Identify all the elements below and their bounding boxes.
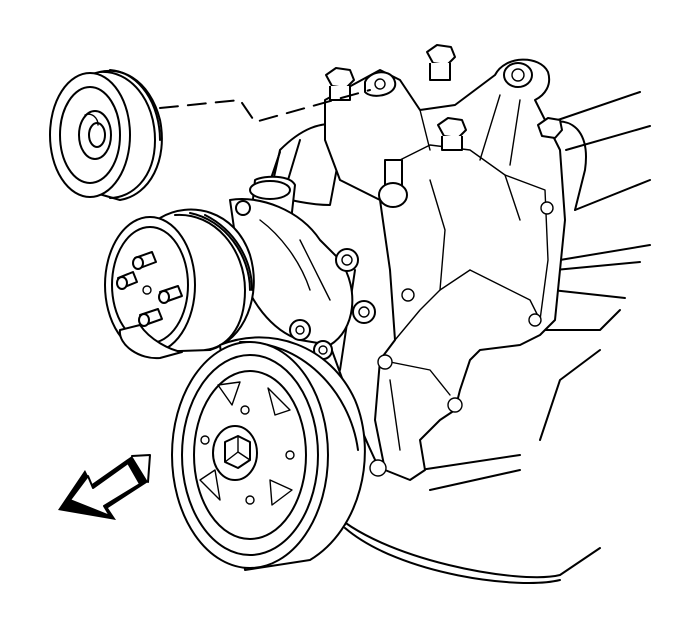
bracket-bolts [325, 44, 563, 151]
harmonic-balancer [171, 336, 366, 571]
front-direction-arrow [58, 454, 151, 520]
accessory-bracket [324, 58, 566, 481]
bolt-top-left [325, 67, 355, 101]
water-pump [229, 198, 376, 360]
water-pump-pulley [104, 208, 255, 360]
bolt-right [537, 117, 563, 139]
bolt-mid [437, 117, 467, 151]
alignment-leader-line [159, 89, 371, 123]
pump-pulley-studs [116, 251, 183, 327]
bolt-top-center [426, 44, 456, 81]
crankshaft-pulley [49, 69, 163, 201]
